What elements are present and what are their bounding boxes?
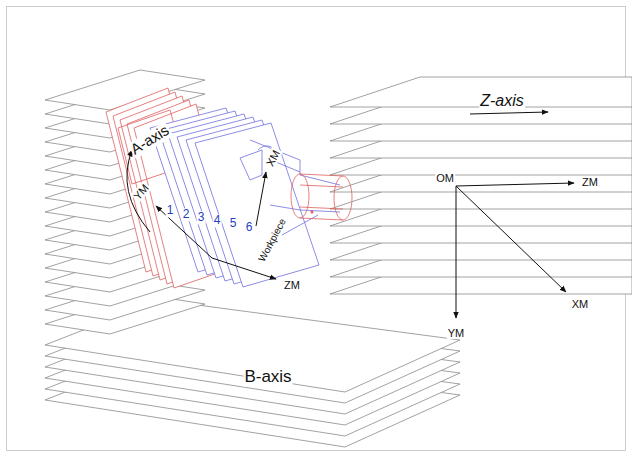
fixture-plates	[150, 108, 319, 287]
axis-label: OM	[435, 172, 455, 184]
z-axis-slide	[330, 77, 632, 294]
axis-label: YM	[447, 327, 466, 339]
axis-label: YM	[130, 181, 151, 203]
callout-number: 6	[245, 221, 254, 234]
axis-label: XM	[263, 147, 282, 169]
axis-label: XM	[571, 298, 590, 310]
axis-label: Workpiece	[256, 216, 289, 264]
axis-label: A-axis	[127, 121, 173, 158]
coordinate-axes	[127, 112, 574, 318]
axis-label: Z-axis	[479, 92, 525, 110]
axis-label: B-axis	[243, 368, 292, 387]
callout-number: 3	[197, 211, 206, 224]
axis-label: ZM	[581, 176, 599, 188]
callout-number: 4	[213, 214, 222, 227]
callout-number: 5	[229, 217, 238, 230]
workpiece	[240, 140, 352, 235]
axis-label: ZM	[283, 279, 301, 291]
callout-number: 1	[166, 204, 175, 217]
callout-number: 2	[182, 208, 191, 221]
